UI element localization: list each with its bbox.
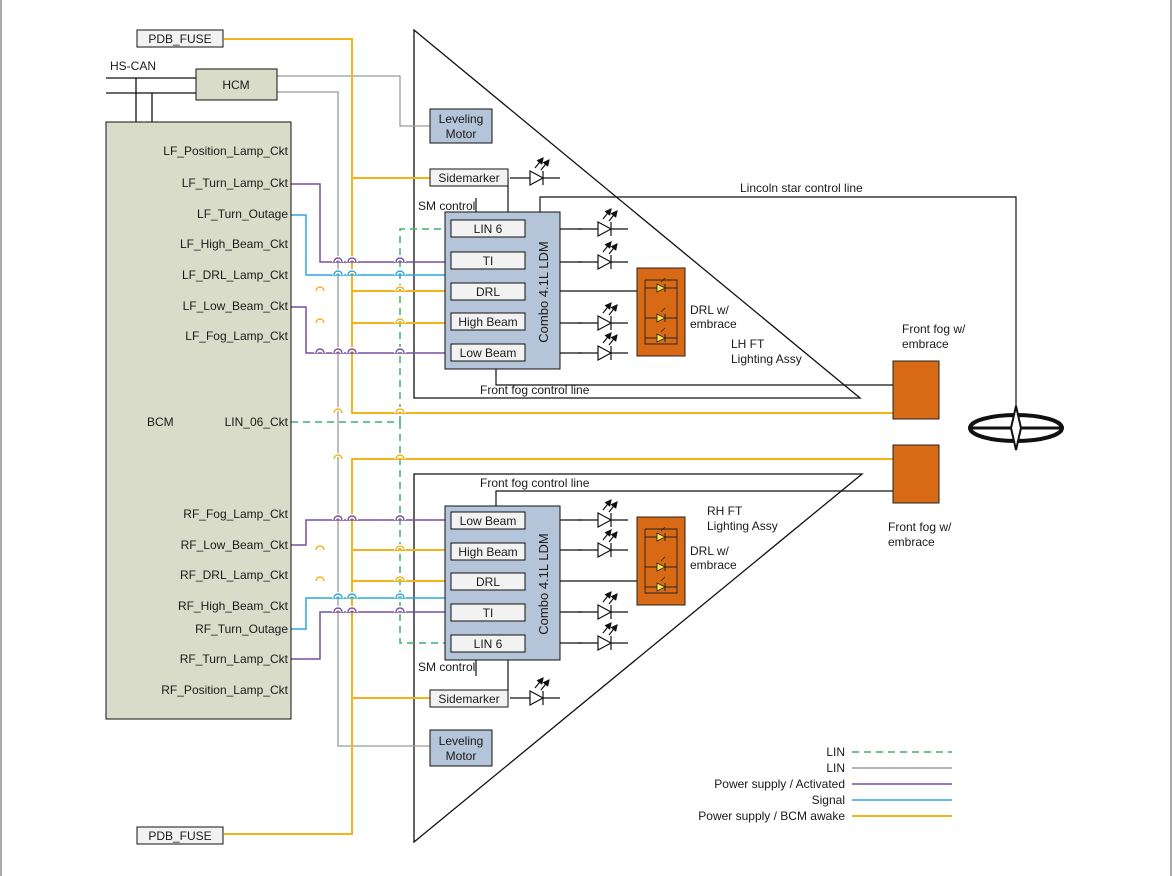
- lh-sm-control-label: SM control: [418, 199, 475, 213]
- rh-lighting-assy-outline: [413, 473, 864, 844]
- lh-assy-label-2: Lighting Assy: [731, 352, 802, 366]
- led-icon: [597, 344, 613, 362]
- bcm-label: BCM: [147, 415, 174, 429]
- bcm-pin-label: RF_Turn_Outage: [195, 622, 288, 636]
- front-fog-top-label-1: Front fog w/: [902, 322, 966, 336]
- rh-sidemarker-box: [429, 689, 509, 708]
- ldm-port-box: [450, 343, 526, 362]
- lh-front-fog-control-label: Front fog control line: [480, 383, 590, 397]
- lh-lighting-assy-outline: [413, 28, 862, 399]
- rh-assy-label-1: RH FT: [707, 504, 743, 518]
- ldm-port-box: [450, 634, 526, 653]
- ldm-port-box: [450, 542, 526, 561]
- ldm-port-box: [450, 219, 526, 238]
- led-icon: [597, 634, 613, 652]
- ldm-port-box: [450, 312, 526, 331]
- front-fog-bottom-box: [892, 444, 940, 504]
- legend-label: Signal: [812, 793, 845, 807]
- lh-leveling-motor-box: [429, 108, 493, 144]
- bcm-pin-label: LF_Turn_Lamp_Ckt: [182, 176, 289, 190]
- rh-front-fog-control-label: Front fog control line: [480, 476, 590, 490]
- ldm-port-box: [450, 572, 526, 591]
- ldm-port-label: High Beam: [458, 315, 517, 329]
- lh-sidemarker-box: [429, 168, 509, 187]
- legend-label: LIN: [826, 745, 845, 759]
- lincoln-star-emblem: [968, 405, 1064, 451]
- hs-can-label: HS-CAN: [110, 59, 156, 73]
- bcm-pin-label: LF_Fog_Lamp_Ckt: [185, 329, 288, 343]
- bcm-pin-label: RF_DRL_Lamp_Ckt: [180, 568, 289, 582]
- rh-leveling-motor-line1: Leveling: [439, 734, 484, 748]
- pdb-fuse-bottom-label: PDB_FUSE: [148, 829, 211, 843]
- hcm-label: HCM: [222, 78, 249, 92]
- hcm-box: [195, 68, 278, 101]
- lh-leveling-motor-line2: Motor: [446, 127, 477, 141]
- ldm-port-box: [450, 251, 526, 270]
- rh-sidemarker-label: Sidemarker: [438, 692, 499, 706]
- lh-leveling-motor-line1: Leveling: [439, 112, 484, 126]
- ldm-port-label: TI: [483, 254, 494, 268]
- rh-assy-label-2: Lighting Assy: [707, 519, 778, 533]
- ldm-port-label: Low Beam: [460, 346, 517, 360]
- front-fog-top-label-2: embrace: [902, 337, 949, 351]
- led-icon: [597, 541, 613, 559]
- led-icon: [529, 169, 545, 187]
- bcm-pin-label: RF_High_Beam_Ckt: [178, 599, 289, 613]
- front-fog-bottom-label-1: Front fog w/: [888, 520, 952, 534]
- ldm-port-box: [450, 511, 526, 530]
- led-icon: [597, 603, 613, 621]
- bcm-pin-label: RF_Turn_Lamp_Ckt: [180, 652, 289, 666]
- ldm-port-label: High Beam: [458, 545, 517, 559]
- lh-assy-label-1: LH FT: [731, 337, 765, 351]
- front-fog-top-box: [892, 360, 940, 420]
- led-icon: [529, 689, 545, 707]
- bcm-pin-label: LF_High_Beam_Ckt: [180, 237, 289, 251]
- bcm-pin-label: RF_Position_Lamp_Ckt: [161, 683, 288, 697]
- legend-label: Power supply / BCM awake: [698, 809, 845, 823]
- rh-leveling-motor-line2: Motor: [446, 749, 477, 763]
- ldm-port-box: [450, 282, 526, 301]
- ldm-port-label: DRL: [476, 575, 500, 589]
- led-icon: [597, 511, 613, 529]
- pdb-fuse-bottom-box: [136, 826, 224, 845]
- bcm-pin-label: RF_Low_Beam_Ckt: [181, 538, 289, 552]
- pdb-fuse-top-box: [136, 29, 224, 48]
- ldm-port-label: LIN 6: [474, 637, 503, 651]
- ldm-port-label: TI: [483, 606, 494, 620]
- lh-ldm-title: Combo 4.1L LDM: [536, 241, 551, 342]
- led-icon: [597, 253, 613, 271]
- rh-sm-control-label: SM control: [418, 660, 475, 674]
- bcm-pin-label: LF_Turn_Outage: [197, 207, 288, 221]
- led-icon: [597, 314, 613, 332]
- led-icon: [597, 220, 613, 238]
- ldm-port-label: DRL: [476, 285, 500, 299]
- bcm-pin-label: LF_Position_Lamp_Ckt: [163, 144, 288, 158]
- pdb-fuse-top-label: PDB_FUSE: [148, 32, 211, 46]
- rh-ldm-title: Combo 4.1L LDM: [536, 533, 551, 634]
- lh-drl-label-2: embrace: [690, 317, 737, 331]
- ldm-port-label: Low Beam: [460, 514, 517, 528]
- lh-drl-label-1: DRL w/: [690, 303, 730, 317]
- lh-sidemarker-label: Sidemarker: [438, 171, 499, 185]
- lin06-pin-label: LIN_06_Ckt: [225, 415, 289, 429]
- ldm-port-box: [450, 603, 526, 622]
- bcm-pin-label: LF_DRL_Lamp_Ckt: [182, 268, 289, 282]
- legend-label: LIN: [826, 761, 845, 775]
- legend: LIN LIN Power supply / ActivatedSignalPowe…: [698, 745, 952, 823]
- bcm-pin-label: LF_Low_Beam_Ckt: [183, 299, 289, 313]
- lincoln-star-control-label: Lincoln star control line: [740, 181, 863, 195]
- rh-drl-label-2: embrace: [690, 558, 737, 572]
- ldm-port-label: LIN 6: [474, 222, 503, 236]
- rh-drl-label-1: DRL w/: [690, 544, 730, 558]
- rh-leveling-motor-box: [429, 729, 493, 767]
- bcm-box: [105, 121, 292, 720]
- bcm-pin-label: RF_Fog_Lamp_Ckt: [183, 507, 288, 521]
- front-fog-bottom-label-2: embrace: [888, 535, 935, 549]
- legend-label: Power supply / Activated: [714, 777, 845, 791]
